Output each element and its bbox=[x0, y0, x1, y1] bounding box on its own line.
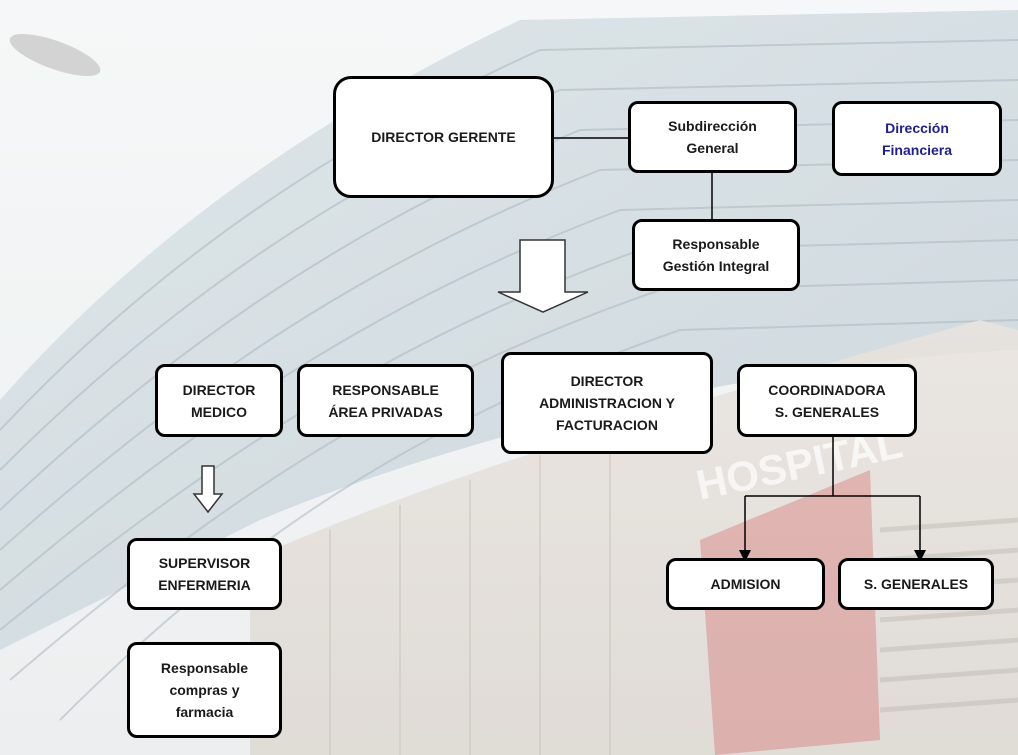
supervisor-enfermeria-label: SUPERVISOR ENFERMERIA bbox=[158, 555, 251, 593]
subdireccion-general-box: Subdirección General bbox=[628, 101, 797, 173]
s-generales-label: S. GENERALES bbox=[863, 576, 969, 592]
coordinadora-generales-box: COORDINADORA S. GENERALES bbox=[737, 364, 917, 437]
coordinadora-generales-label: COORDINADORA S. GENERALES bbox=[768, 381, 886, 420]
admision-box: ADMISION bbox=[666, 558, 825, 610]
subdireccion-general-label: Subdirección General bbox=[668, 118, 757, 156]
responsable-area-privadas-label: RESPONSABLE ÁREA PRIVADAS bbox=[328, 381, 443, 420]
director-gerente-label: DIRECTOR GERENTE bbox=[371, 129, 516, 145]
responsable-gestion-integral-label: Responsable Gestión Integral bbox=[662, 236, 770, 274]
direccion-financiera-box: Dirección Financiera bbox=[832, 101, 1002, 176]
responsable-area-privadas-box: RESPONSABLE ÁREA PRIVADAS bbox=[297, 364, 474, 437]
director-administracion-label: DIRECTOR ADMINISTRACION Y FACTURACION bbox=[539, 373, 675, 433]
director-administracion-box: DIRECTOR ADMINISTRACION Y FACTURACION bbox=[501, 352, 713, 454]
responsable-compras-box: Responsable compras y farmacia bbox=[127, 642, 282, 738]
director-gerente-box: DIRECTOR GERENTE bbox=[333, 76, 554, 198]
director-medico-label: DIRECTOR MEDICO bbox=[182, 381, 256, 420]
direccion-financiera-label: Dirección Financiera bbox=[881, 119, 953, 158]
admision-label: ADMISION bbox=[710, 576, 781, 592]
responsable-compras-label: Responsable compras y farmacia bbox=[160, 660, 249, 720]
director-medico-box: DIRECTOR MEDICO bbox=[155, 364, 283, 437]
responsable-gestion-integral-box: Responsable Gestión Integral bbox=[632, 219, 800, 291]
s-generales-box: S. GENERALES bbox=[838, 558, 994, 610]
supervisor-enfermeria-box: SUPERVISOR ENFERMERIA bbox=[127, 538, 282, 610]
